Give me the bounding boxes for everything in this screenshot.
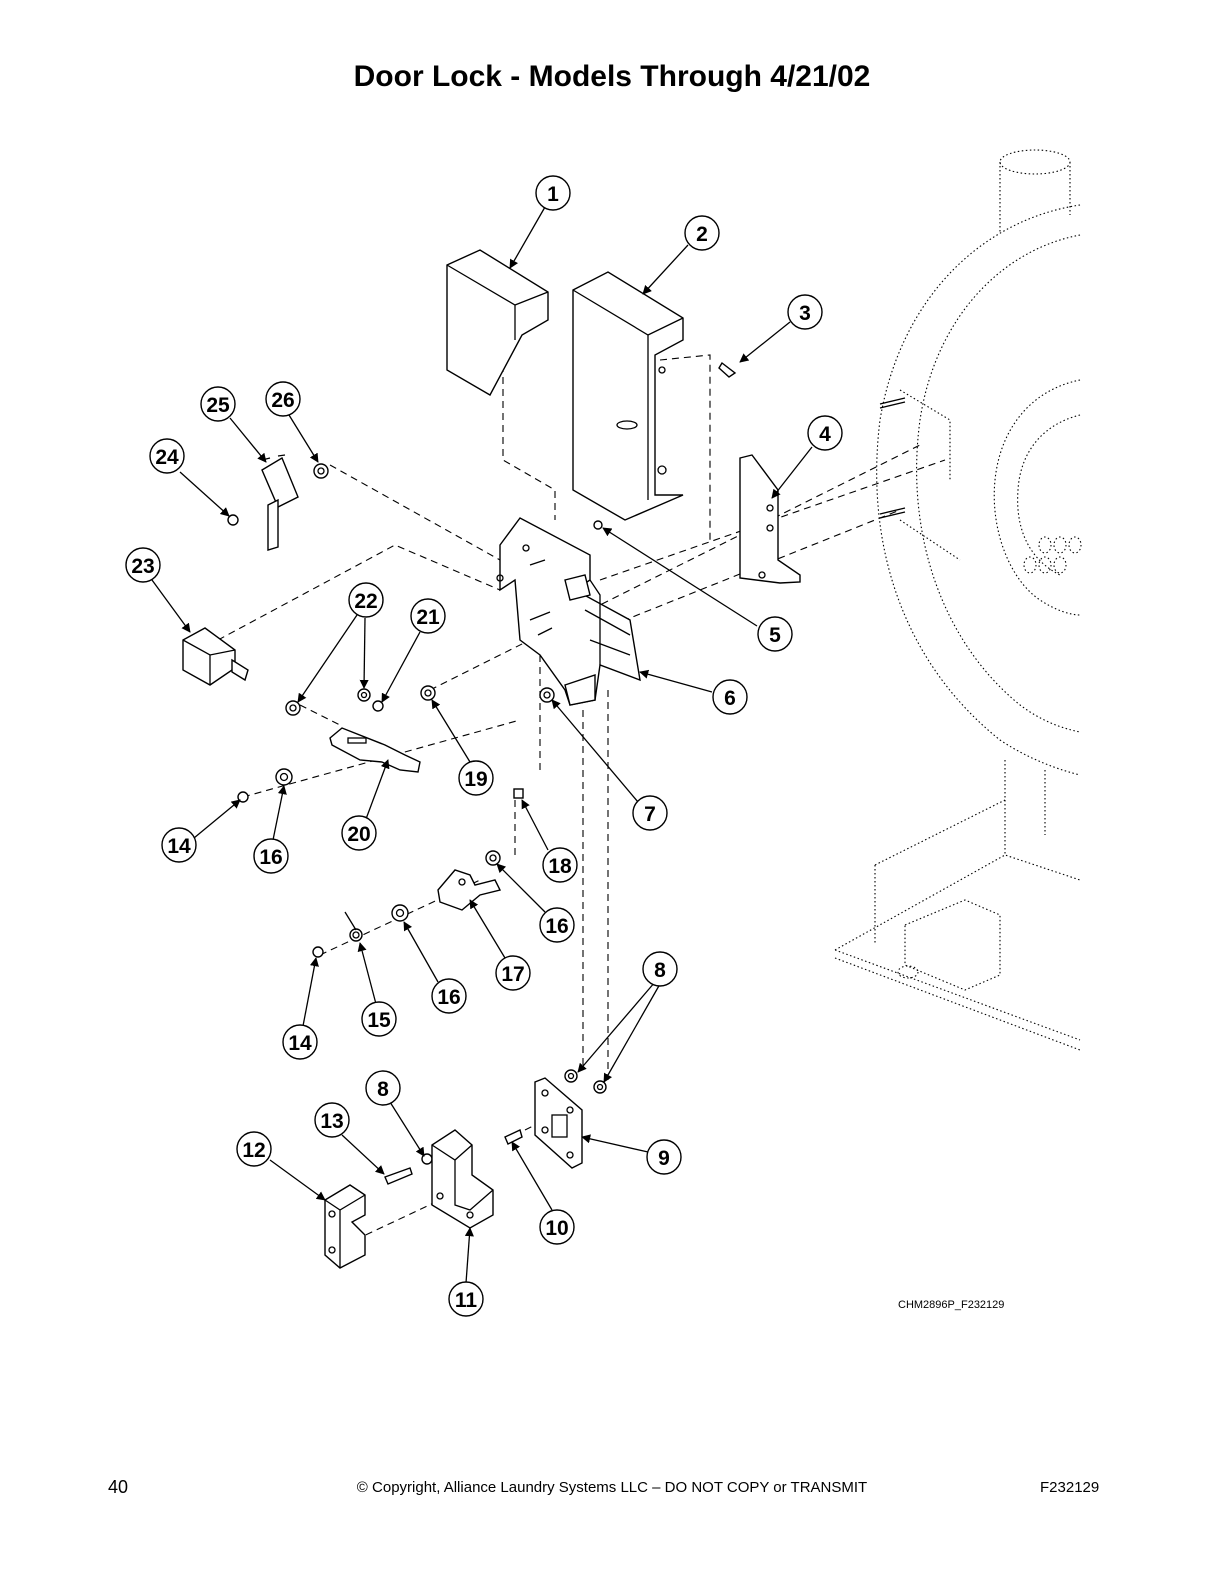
svg-text:23: 23 [131,555,154,578]
svg-text:16: 16 [437,986,460,1009]
callout-11: 11 [448,1281,484,1317]
part-screw-5 [593,520,603,530]
callout-15: 15 [361,1001,397,1037]
callout-14b: 14 [282,1024,318,1060]
part-block-11 [431,1129,494,1229]
svg-text:6: 6 [724,687,736,710]
callout-5: 5 [757,616,793,652]
part-solenoid [182,627,249,686]
leader-lines [151,206,813,1284]
callout-18: 18 [542,847,578,883]
callout-20: 20 [341,815,377,851]
svg-text:17: 17 [501,963,524,986]
part-bracket-4 [739,454,801,584]
callout-6: 6 [712,679,748,715]
callout-9: 9 [646,1139,682,1175]
callout-2: 2 [684,215,720,251]
page-title: Door Lock - Models Through 4/21/02 [353,60,871,93]
svg-text:24: 24 [155,446,179,469]
svg-text:7: 7 [644,803,656,826]
callout-8a: 8 [642,951,678,987]
callout-24: 24 [149,438,185,474]
svg-text:13: 13 [320,1110,343,1133]
callout-16b: 16 [539,907,575,943]
part-main-bracket [496,517,641,706]
callout-19: 19 [458,760,494,796]
svg-text:12: 12 [242,1139,265,1162]
svg-text:20: 20 [347,823,370,846]
svg-text:14: 14 [167,835,191,858]
part-block-12 [324,1184,366,1269]
part-latch-20 [329,727,421,773]
callout-22: 22 [348,582,384,618]
svg-text:3: 3 [799,302,811,325]
svg-text:9: 9 [658,1147,670,1170]
document-code: F232129 [1040,1479,1100,1496]
part-cover-left [446,249,549,396]
assembly-lines [217,354,946,1241]
callout-13: 13 [314,1102,350,1138]
svg-text:26: 26 [271,389,294,412]
callout-12: 12 [236,1131,272,1167]
callout-10: 10 [539,1209,575,1245]
svg-text:5: 5 [769,624,781,647]
part-strike-plate-9 [534,1077,583,1169]
svg-text:18: 18 [548,855,572,878]
svg-text:19: 19 [464,768,487,791]
callout-21: 21 [410,598,446,634]
callout-25: 25 [200,386,236,422]
callout-26: 26 [265,381,301,417]
svg-text:8: 8 [377,1078,389,1101]
callout-17: 17 [495,955,531,991]
svg-text:1: 1 [547,183,559,206]
copyright-notice: © Copyright, Alliance Laundry Systems LL… [356,1479,868,1496]
figure-id: CHM2896P_F232129 [898,1299,1005,1311]
svg-text:16: 16 [259,846,282,869]
svg-text:15: 15 [367,1009,391,1032]
callout-16a: 16 [253,838,289,874]
part-cover-right [572,271,684,521]
svg-text:14: 14 [288,1032,312,1055]
part-switch-assembly [227,454,329,551]
callout-7: 7 [632,795,668,831]
part-screw-3 [718,361,737,378]
svg-text:22: 22 [354,590,377,613]
svg-text:25: 25 [206,394,230,417]
part-lever-17 [437,869,502,911]
svg-text:2: 2 [696,223,708,246]
housing-studs [879,397,906,519]
svg-text:11: 11 [455,1289,478,1312]
part-nut-7 [539,687,555,703]
callout-14a: 14 [161,827,197,863]
svg-text:4: 4 [819,423,831,446]
callout-3: 3 [787,294,823,330]
svg-text:21: 21 [416,606,440,629]
callout-4: 4 [807,415,843,451]
callout-16c: 16 [431,978,467,1014]
svg-text:16: 16 [545,915,568,938]
callout-1: 1 [535,175,571,211]
callout-23: 23 [125,547,161,583]
svg-text:10: 10 [545,1217,568,1240]
callout-8b: 8 [365,1070,401,1106]
part-washers [237,685,607,1185]
page-number: 40 [108,1477,129,1497]
svg-text:8: 8 [654,959,666,982]
machine-housing-outline [834,149,1082,1051]
part-spring-15 [344,911,357,931]
